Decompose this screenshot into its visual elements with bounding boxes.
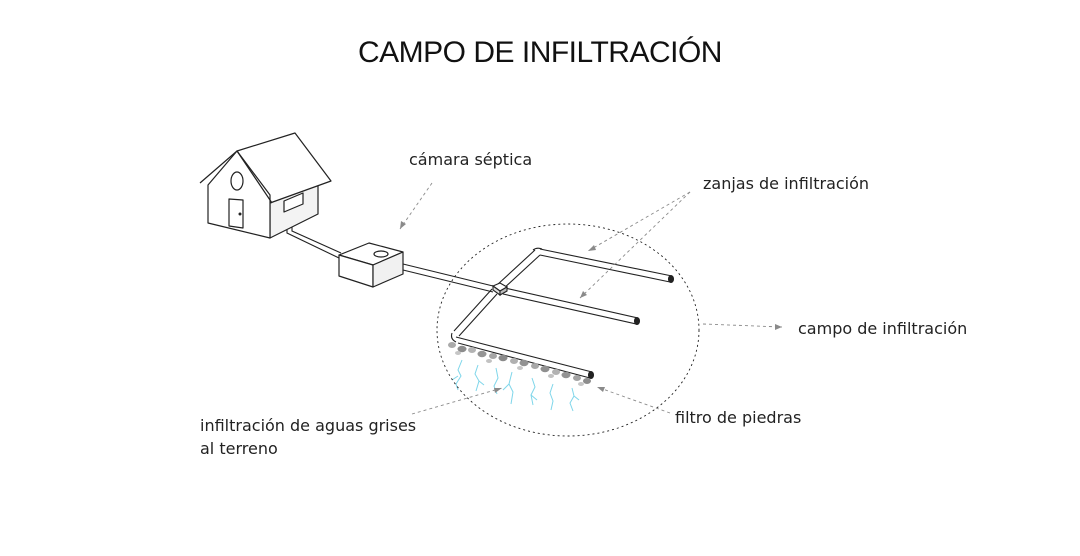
label-infiltracion-line1: infiltración de aguas grises	[200, 416, 417, 435]
diagram-title: CAMPO DE INFILTRACIÓN	[358, 36, 722, 69]
water-infiltration	[451, 359, 580, 412]
label-campo-infiltracion: campo de infiltración	[798, 319, 968, 338]
label-zanjas-infiltracion: zanjas de infiltración	[703, 174, 870, 193]
label-infiltracion-line2: al terreno	[200, 439, 278, 458]
stone-filter	[448, 342, 591, 386]
pipe-house-chamber	[286, 227, 342, 259]
house-icon	[199, 132, 332, 239]
label-filtro-piedras: filtro de piedras	[675, 408, 802, 427]
leader-lines	[399, 182, 783, 415]
infiltration-pipes	[450, 247, 675, 380]
pipe-main	[402, 263, 494, 293]
leader-arrowheads	[400, 221, 782, 393]
infiltration-field-boundary	[436, 223, 700, 437]
septic-chamber-icon	[338, 242, 404, 288]
label-camara-septica: cámara séptica	[409, 150, 533, 169]
